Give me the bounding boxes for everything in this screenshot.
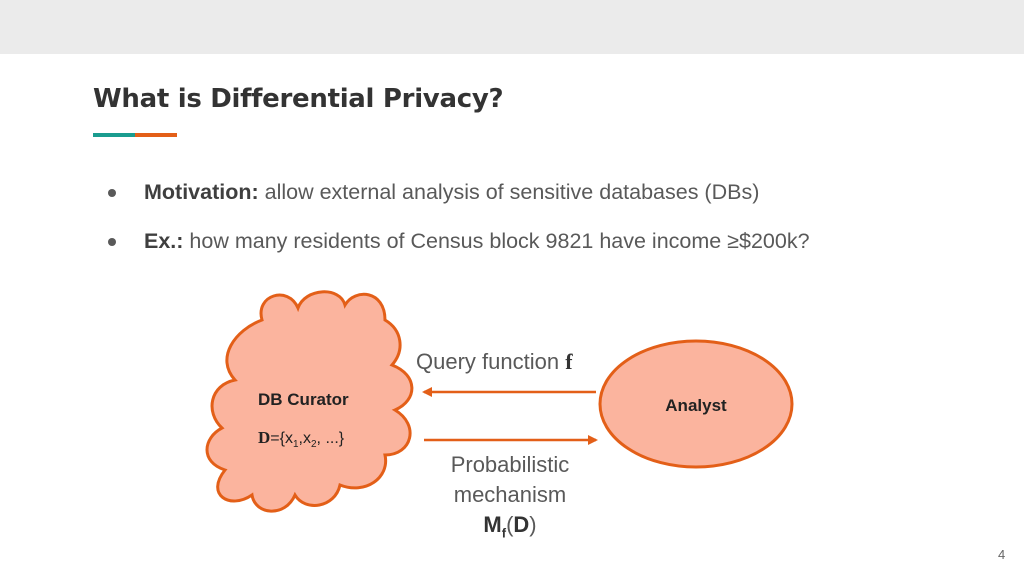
bullet-list: Motivation: allow external analysis of s… xyxy=(108,180,988,278)
query-symbol: f xyxy=(565,349,573,374)
paren-open: ( xyxy=(506,512,514,537)
subscript-1: 1 xyxy=(292,439,299,451)
dataset-symbol: D xyxy=(258,428,271,447)
mechanism-line-1: Probabilistic xyxy=(450,452,570,477)
underline-teal xyxy=(93,133,135,137)
dataset-eq: ={x xyxy=(270,430,293,447)
subscript-2: 2 xyxy=(310,439,317,451)
db-curator-label: DB Curator xyxy=(258,390,349,409)
slide-title: What is Differential Privacy? xyxy=(93,84,504,114)
query-text: Query function xyxy=(416,349,566,374)
mechanism-line-2: mechanism xyxy=(453,482,567,507)
mechanism-sub: f xyxy=(501,525,507,541)
bullet-dot xyxy=(108,189,116,197)
underline-orange xyxy=(135,133,177,137)
bullet-dot xyxy=(108,238,116,246)
page-number: 4 xyxy=(998,547,1006,562)
bullet-item-example: Ex.: how many residents of Census block … xyxy=(108,229,988,278)
analyst-label: Analyst xyxy=(665,396,727,415)
bullet-body: how many residents of Census block 9821 … xyxy=(183,229,810,253)
dataset-tail: , ...} xyxy=(316,430,345,447)
mechanism-m: M xyxy=(483,512,502,537)
mechanism-label: Probabilistic mechanism Mf(D) xyxy=(420,450,600,548)
mechanism-d: D xyxy=(513,512,530,537)
query-function-label: Query function f xyxy=(416,349,573,375)
dataset-definition: D={x1,x2, ...} xyxy=(258,428,344,450)
db-curator-cloud xyxy=(205,290,414,513)
dataset-mid: ,x xyxy=(298,430,311,447)
title-underline xyxy=(93,133,177,137)
mechanism-formula: Mf(D) xyxy=(420,510,600,548)
bullet-text: Ex.: how many residents of Census block … xyxy=(144,229,810,254)
paren-close: ) xyxy=(529,512,537,537)
bullet-body: allow external analysis of sensitive dat… xyxy=(258,180,760,204)
bullet-item-motivation: Motivation: allow external analysis of s… xyxy=(108,180,988,229)
top-bar xyxy=(0,0,1024,54)
bullet-label: Ex.: xyxy=(144,229,184,253)
analyst-ellipse xyxy=(598,339,794,469)
bullet-label: Motivation: xyxy=(144,180,259,204)
bullet-text: Motivation: allow external analysis of s… xyxy=(144,180,759,205)
